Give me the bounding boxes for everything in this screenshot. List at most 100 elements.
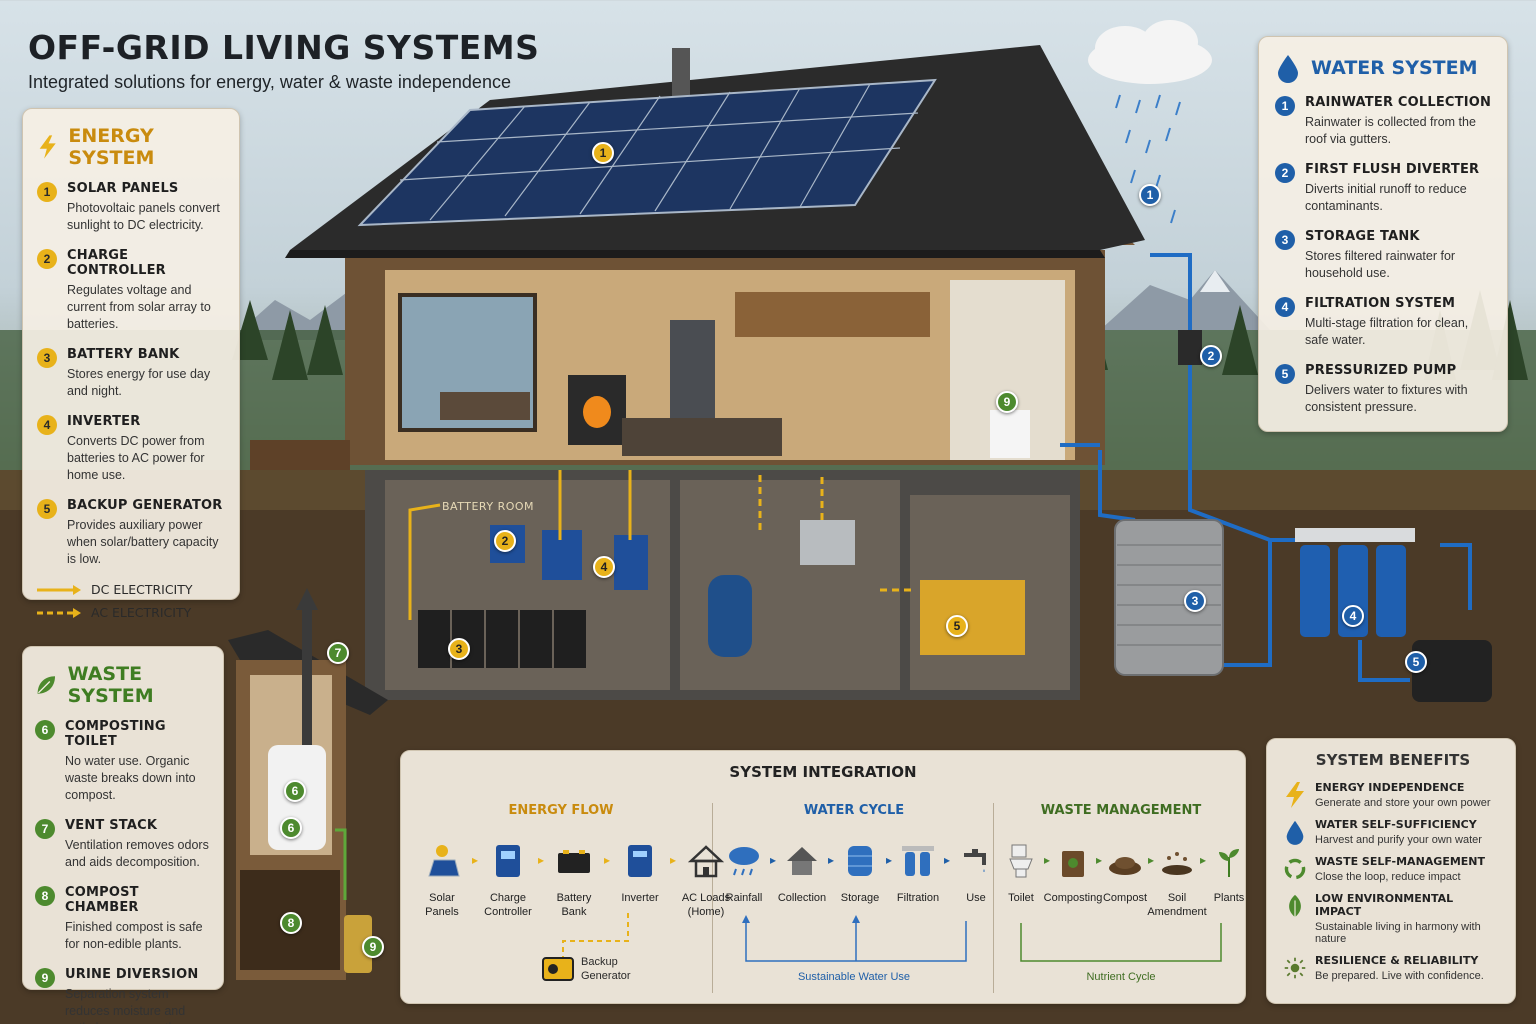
item-desc: Photovoltaic panels convert sunlight to … — [67, 201, 220, 232]
flow-step: Soil Amendment — [1147, 841, 1207, 919]
marker-urine-diversion: 9 — [362, 936, 384, 958]
flow-step-label: Solar Panels — [425, 892, 459, 918]
nutrient-loop-line — [1020, 923, 1222, 962]
flow-arrow: ▸ — [603, 853, 611, 867]
flow-arrow: ▸ — [1147, 853, 1155, 867]
energy-flow-column: ENERGY FLOW Solar Panels ▸ Charge Contro… — [413, 803, 730, 999]
divider — [712, 803, 713, 993]
system-integration-panel: SYSTEM INTEGRATION ENERGY FLOW Solar Pan… — [400, 750, 1246, 1004]
item-desc: No water use. Organic waste breaks down … — [65, 754, 196, 802]
charge-controller-icon — [496, 845, 520, 877]
flow-step: Compost — [1103, 841, 1147, 919]
flow-arrow: ▸ — [1199, 853, 1207, 867]
legend-dc: DC ELECTRICITY — [37, 582, 227, 597]
item-heading: VENT STACK — [65, 818, 158, 833]
flow-arrow: ▸ — [1043, 853, 1051, 867]
item-number: 3 — [1275, 230, 1295, 250]
marker-toilet-upper: 6 — [284, 780, 306, 802]
item-desc: Provides auxiliary power when solar/batt… — [67, 518, 219, 566]
benefit-heading: WASTE SELF-MANAGEMENT — [1315, 855, 1486, 868]
waste-management-steps: Toilet ▸ Composting ▸ Compost ▸ Soil Ame… — [999, 841, 1251, 919]
item-desc: Multi-stage filtration for clean, safe w… — [1305, 316, 1469, 347]
item-number: 4 — [37, 415, 57, 435]
leaf-icon — [37, 676, 56, 694]
compost-bin-icon — [1062, 851, 1084, 877]
solid-arrow-icon — [37, 584, 81, 595]
energy-item: 1 SOLAR PANELS Photovoltaic panels convert… — [37, 181, 227, 234]
item-heading: URINE DIVERSION — [65, 967, 199, 982]
benefit-heading: RESILIENCE & RELIABILITY — [1315, 954, 1479, 967]
item-number: 5 — [1275, 364, 1295, 384]
item-heading: FIRST FLUSH DIVERTER — [1305, 162, 1480, 177]
flow-step-label: Soil Amendment — [1147, 892, 1207, 918]
battery-icon — [558, 850, 590, 873]
marker-battery-bank: 3 — [448, 638, 470, 660]
water-cycle-steps: Rainfall ▸ Collection ▸ Storage ▸ Filtra… — [719, 841, 1001, 905]
rain-cloud-icon — [729, 847, 759, 876]
generator-icon — [542, 957, 574, 981]
flow-step-label: Battery Bank — [556, 892, 592, 918]
item-heading: RAINWATER COLLECTION — [1305, 95, 1492, 110]
sun-shield-icon — [1284, 957, 1306, 979]
item-number: 6 — [35, 720, 55, 740]
item-number: 8 — [35, 886, 55, 906]
flow-arrow: ▸ — [885, 853, 893, 867]
flow-step-label: Rainfall — [725, 892, 763, 904]
item-number: 1 — [1275, 96, 1295, 116]
flow-arrow: ▸ — [827, 853, 835, 867]
storage-tank — [1114, 519, 1224, 676]
flow-arrow: ▸ — [943, 853, 951, 867]
filter-manifold — [1295, 528, 1415, 542]
flow-step: Plants — [1207, 841, 1251, 919]
item-heading: STORAGE TANK — [1305, 229, 1420, 244]
water-loop-label: Sustainable Water Use — [797, 971, 911, 983]
sofa — [622, 418, 782, 456]
water-drop-icon — [1286, 820, 1304, 845]
solar-panel-icon — [428, 845, 460, 877]
compost-pile-icon — [1109, 857, 1141, 875]
legend-ac: AC ELECTRICITY — [37, 605, 227, 620]
deck — [250, 440, 350, 470]
item-heading: PRESSURIZED PUMP — [1305, 363, 1457, 378]
leaf-icon — [1289, 894, 1301, 918]
battery-bank — [418, 610, 586, 668]
water-cycle-title: WATER CYCLE — [803, 803, 905, 818]
house-icon — [688, 845, 724, 878]
benefit-heading: ENERGY INDEPENDENCE — [1315, 781, 1465, 794]
flow-step: Collection — [777, 841, 827, 905]
item-number: 1 — [37, 182, 57, 202]
water-panel-title: WATER SYSTEM — [1311, 57, 1478, 79]
marker-storage-tank: 3 — [1184, 590, 1206, 612]
flow-step: Inverter — [611, 841, 669, 919]
flow-arrow: ▸ — [537, 853, 545, 867]
item-heading: CHARGE CONTROLLER — [67, 248, 166, 278]
marker-generator: 5 — [946, 615, 968, 637]
benefit-desc: Generate and store your own power — [1315, 797, 1491, 809]
page-title: OFF-GRID LIVING SYSTEMS — [28, 28, 540, 67]
nutrient-loop-label: Nutrient Cycle — [1086, 971, 1156, 983]
flow-step-label: Filtration — [896, 892, 940, 904]
marker-inverter: 4 — [593, 556, 615, 578]
item-heading: BATTERY BANK — [67, 347, 180, 362]
marker-pump: 5 — [1405, 651, 1427, 673]
flow-step: AC Loads (Home) — [677, 841, 735, 919]
flow-arrow: ▸ — [669, 853, 677, 867]
item-desc: Ventilation removes odors and aids decom… — [65, 838, 209, 869]
recycle-icon — [1284, 858, 1306, 880]
item-desc: Diverts initial runoff to reduce contami… — [1305, 182, 1467, 213]
flow-step-label: AC Loads (Home) — [681, 892, 731, 918]
benefit-heading: LOW ENVIRONMENTAL IMPACT — [1315, 892, 1454, 918]
item-number: 7 — [35, 819, 55, 839]
legend-dc-label: DC ELECTRICITY — [91, 582, 193, 597]
collection-house-icon — [787, 847, 817, 875]
couch-left — [440, 392, 530, 420]
item-heading: SOLAR PANELS — [67, 181, 179, 196]
energy-flow-steps: Solar Panels ▸ Charge Controller ▸ Batte… — [413, 841, 735, 919]
benefits-title: SYSTEM BENEFITS — [1315, 751, 1471, 769]
